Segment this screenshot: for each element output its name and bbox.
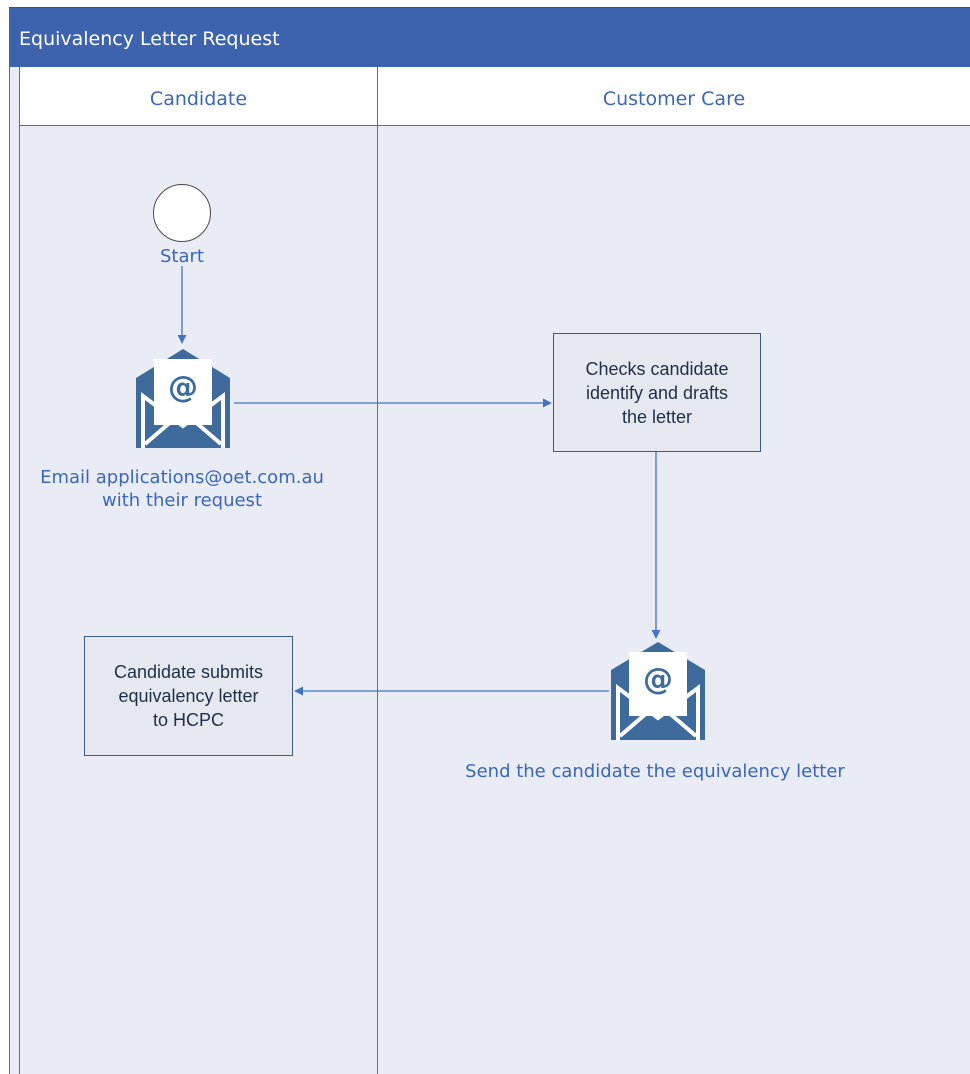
task-submit-hcpc: Candidate submits equivalency letter to … (84, 636, 293, 756)
email-request-label-line2: with their request (102, 490, 262, 511)
start-event-label: Start (160, 246, 204, 267)
diagram-title: Equivalency Letter Request (19, 28, 280, 50)
task-check-identity-line3: the letter (621, 406, 693, 427)
lane-divider (377, 67, 378, 1074)
send-letter-label: Send the candidate the equivalency lette… (465, 761, 845, 782)
lane-header-customer-care: Customer Care (378, 67, 970, 125)
task-submit-hcpc-line2: equivalency letter (118, 686, 259, 706)
task-check-identity: Checks candidate identify and drafts the… (553, 333, 761, 452)
email-request-label-line1: Email applications@oet.com.au (40, 467, 324, 488)
task-check-identity-line2: identify and drafts (585, 382, 729, 403)
email-request-label: Email applications@oet.com.au with their… (22, 466, 342, 512)
diagram-title-bar: Equivalency Letter Request (9, 7, 970, 67)
lane-header-divider (19, 67, 20, 1074)
pool-left-border (9, 67, 10, 1074)
task-check-identity-line1: Checks candidate (585, 358, 729, 379)
lane-header-bottom-border (19, 125, 970, 126)
lane-header-candidate: Candidate (20, 67, 377, 125)
start-event-circle (153, 184, 211, 242)
task-submit-hcpc-line3: to HCPC (152, 710, 224, 730)
task-submit-hcpc-line1: Candidate submits (113, 662, 264, 682)
